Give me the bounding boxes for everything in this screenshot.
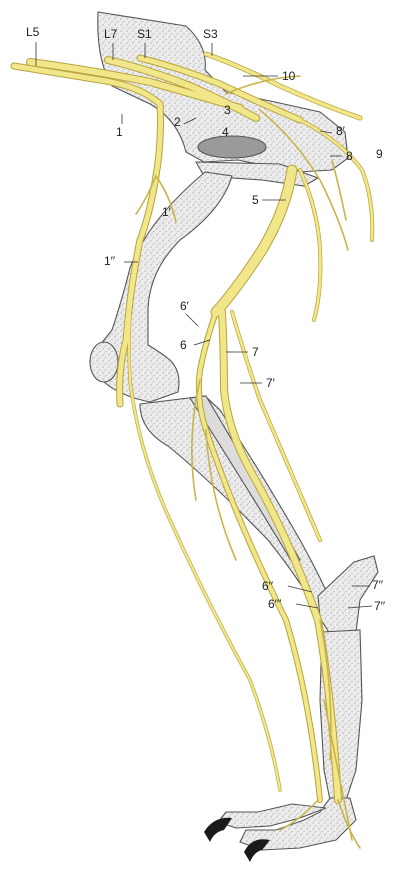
label-8: 8	[346, 150, 353, 162]
label-4: 4	[222, 126, 229, 138]
label-7p: 7′	[266, 377, 275, 389]
label-9: 9	[376, 148, 383, 160]
label-6pp: 6′′	[262, 580, 273, 592]
label-s1: S1	[137, 28, 152, 40]
label-2: 2	[174, 116, 181, 128]
label-s3: S3	[203, 28, 218, 40]
label-5: 5	[252, 194, 259, 206]
label-6: 6	[180, 339, 187, 351]
label-3: 3	[224, 104, 231, 116]
label-6ppp: 6′′′	[268, 598, 281, 610]
hip-joint	[198, 136, 266, 158]
hoof-medial	[204, 818, 232, 842]
label-7pp-a: 7′′	[372, 579, 383, 591]
label-7: 7	[252, 346, 259, 358]
tarsus-bone	[318, 556, 378, 634]
patella-bone	[90, 342, 118, 382]
label-10: 10	[282, 70, 295, 82]
nerve-branch-8-fill	[300, 170, 320, 320]
label-8p: 8′	[336, 125, 345, 137]
label-7pp-b: 7′′	[374, 600, 385, 612]
label-1p: 1′	[162, 206, 171, 218]
leader-6p	[186, 314, 198, 326]
label-1pp: 1′′	[104, 255, 115, 267]
nerve-sciatic-5	[216, 170, 292, 312]
label-l7: L7	[104, 28, 117, 40]
label-6p: 6′	[180, 300, 189, 312]
label-l5: L5	[26, 26, 39, 38]
label-1: 1	[116, 126, 123, 138]
